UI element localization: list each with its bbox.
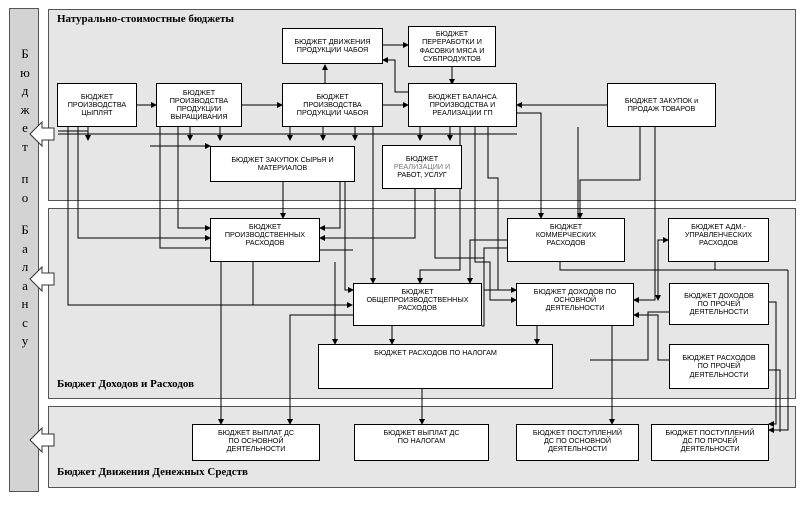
budget-production-balance: БЮДЖЕТ БАЛАНСА ПРОИЗВОДСТВА И РЕАЛИЗАЦИИ… [408, 83, 517, 127]
sidebar-title-letter: а [22, 277, 28, 293]
sidebar-title-letter: д [21, 83, 29, 98]
services-line3: РАБОТ, УСЛУГ [397, 170, 447, 180]
sidebar-title-letter: Б [21, 222, 29, 237]
budget-overhead-costs: БЮДЖЕТ ОБЩЕПРОИЗВОДСТВЕННЫХ РАСХОДОВ [353, 283, 482, 326]
budget-broiler-production: БЮДЖЕТ ПРОИЗВОДСТВА ПРОДУКЦИИ ВЫРАЩИВАНИ… [156, 83, 242, 127]
budget-raw-materials-purchases: БЮДЖЕТ ЗАКУПОК СЫРЬЯ И МАТЕРИАЛОВ [210, 146, 355, 182]
budget-services-sales: БЮДЖЕТ РЕАЛИЗАЦИИ И РАБОТ, УСЛУГ [382, 145, 462, 189]
income-expense-title: Бюджет Доходов и Расходов [57, 378, 195, 390]
arrow-income-to-balance [29, 265, 55, 293]
cash-flow-title: Бюджет Движения Денежных Средств [57, 466, 248, 478]
arrow-cash-to-balance [29, 426, 55, 454]
sidebar-title-letter: т [22, 138, 28, 154]
budget-meat-movement: БЮДЖЕТ ДВИЖЕНИЯ ПРОДУКЦИИ ЧАБОЯ [282, 28, 383, 64]
sidebar-title-letter: ж [20, 101, 30, 117]
budget-income-other-activity: БЮДЖЕТ ДОХОДОВ ПО ПРОЧЕЙ ДЕЯТЕЛЬНОСТИ [669, 283, 769, 325]
sidebar-title-letter: е [22, 120, 28, 135]
budget-production-costs: БЮДЖЕТ ПРОИЗВОДСТВЕННЫХ РАСХОДОВ [210, 218, 320, 262]
budget-meat-processing: БЮДЖЕТ ПЕРЕРАБОТКИ И ФАСОВКИ МЯСА И СУБП… [408, 26, 496, 67]
budget-goods-purchases-sales: БЮДЖЕТ ЗАКУПОК и ПРОДАЖ ТОВАРОВ [607, 83, 716, 127]
budget-meat-production: БЮДЖЕТ ПРОИЗВОДСТВА ПРОДУКЦИИ ЧАБОЯ [282, 83, 383, 127]
budget-tax-expenses: БЮДЖЕТ РАСХОДОВ ПО НАЛОГАМ [318, 344, 553, 389]
sidebar-title-letter: с [22, 314, 28, 330]
budget-receipts-main-activity: БЮДЖЕТ ПОСТУПЛЕНИЙ ДС ПО ОСНОВНОЙ ДЕЯТЕЛ… [516, 424, 639, 461]
sidebar-title-letter: ю [20, 64, 30, 80]
sidebar-title-letter: о [21, 189, 29, 205]
budget-income-main-activity: БЮДЖЕТ ДОХОДОВ ПО ОСНОВНОЙ ДЕЯТЕЛЬНОСТИ [516, 283, 634, 326]
sidebar-title-letter: Б [21, 46, 29, 61]
natural-budgets-title: Натурально-стоимостные бюджеты [57, 13, 234, 25]
arrow-natural-to-balance [29, 120, 55, 148]
services-line2: РЕАЛИЗАЦИИ И [393, 161, 451, 171]
budget-expense-other-activity: БЮДЖЕТ РАСХОДОВ ПО ПРОЧЕЙ ДЕЯТЕЛЬНОСТИ [669, 344, 769, 389]
budget-admin-costs: БЮДЖЕТ АДМ.- УПРАВЛЕНЧЕСКИХ РАСХОДОВ [668, 218, 769, 262]
services-line1: БЮДЖЕТ [405, 153, 439, 163]
sidebar-title-letter: у [21, 333, 29, 348]
budget-chicken-production: БЮДЖЕТ ПРОИЗВОДСТВА ЦЫПЛЯТ [57, 83, 137, 127]
sidebar-arrows [29, 120, 55, 454]
sidebar-title-letter: а [22, 240, 28, 256]
budget-receipts-other-activity: БЮДЖЕТ ПОСТУПЛЕНИЙ ДС ПО ПРОЧЕЙ ДЕЯТЕЛЬН… [651, 424, 769, 461]
sidebar-title-letter: п [21, 171, 29, 186]
budget-commercial-costs: БЮДЖЕТ КОММЕРЧЕСКИХ РАСХОДОВ [507, 218, 625, 262]
sidebar-title-letter: н [21, 296, 29, 311]
budget-payments-taxes: БЮДЖЕТ ВЫПЛАТ ДС ПО НАЛОГАМ [354, 424, 489, 461]
sidebar-title-letter: л [21, 259, 29, 274]
budget-payments-main-activity: БЮДЖЕТ ВЫПЛАТ ДС ПО ОСНОВНОЙ ДЕЯТЕЛЬНОСТ… [192, 424, 320, 461]
